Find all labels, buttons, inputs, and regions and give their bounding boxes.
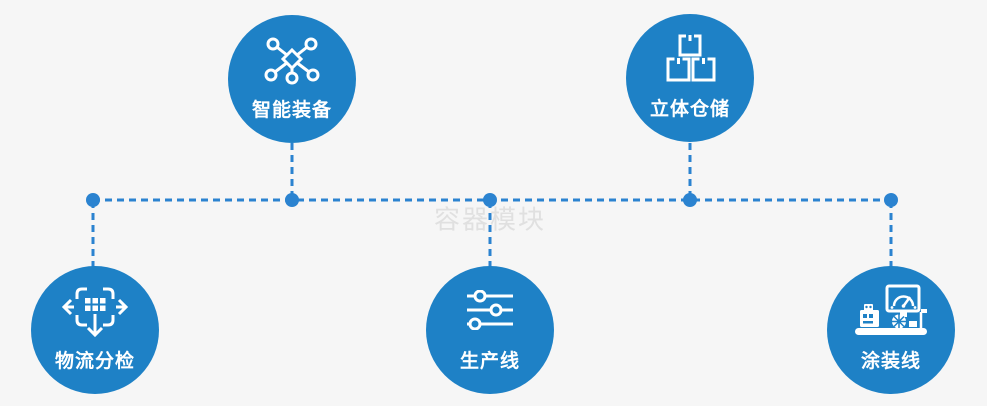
junction-dot — [884, 193, 898, 207]
node-label: 立体仓储 — [649, 98, 730, 120]
node-production-line[interactable]: 生产线 — [426, 266, 554, 394]
stacked-boxes-icon — [652, 31, 728, 85]
junction-dot — [86, 193, 100, 207]
node-logistics-sorting[interactable]: 物流分检 — [31, 266, 159, 394]
node-label: 物流分检 — [54, 350, 135, 372]
junction-dot — [683, 193, 697, 207]
node-label: 生产线 — [459, 350, 520, 372]
network-nodes-icon — [254, 32, 330, 86]
node-label: 智能装备 — [251, 99, 332, 121]
sort-distribute-icon — [57, 283, 133, 338]
node-smart-equipment[interactable]: 智能装备 — [228, 15, 356, 143]
sliders-icon — [452, 283, 528, 337]
watermark-text: 容器模块 — [433, 205, 547, 236]
junction-dot — [285, 193, 299, 207]
node-painting-line[interactable]: 涂装线 — [827, 266, 955, 394]
paint-machine-icon — [853, 283, 929, 337]
node-label: 涂装线 — [860, 350, 921, 372]
node-warehouse[interactable]: 立体仓储 — [626, 14, 754, 142]
